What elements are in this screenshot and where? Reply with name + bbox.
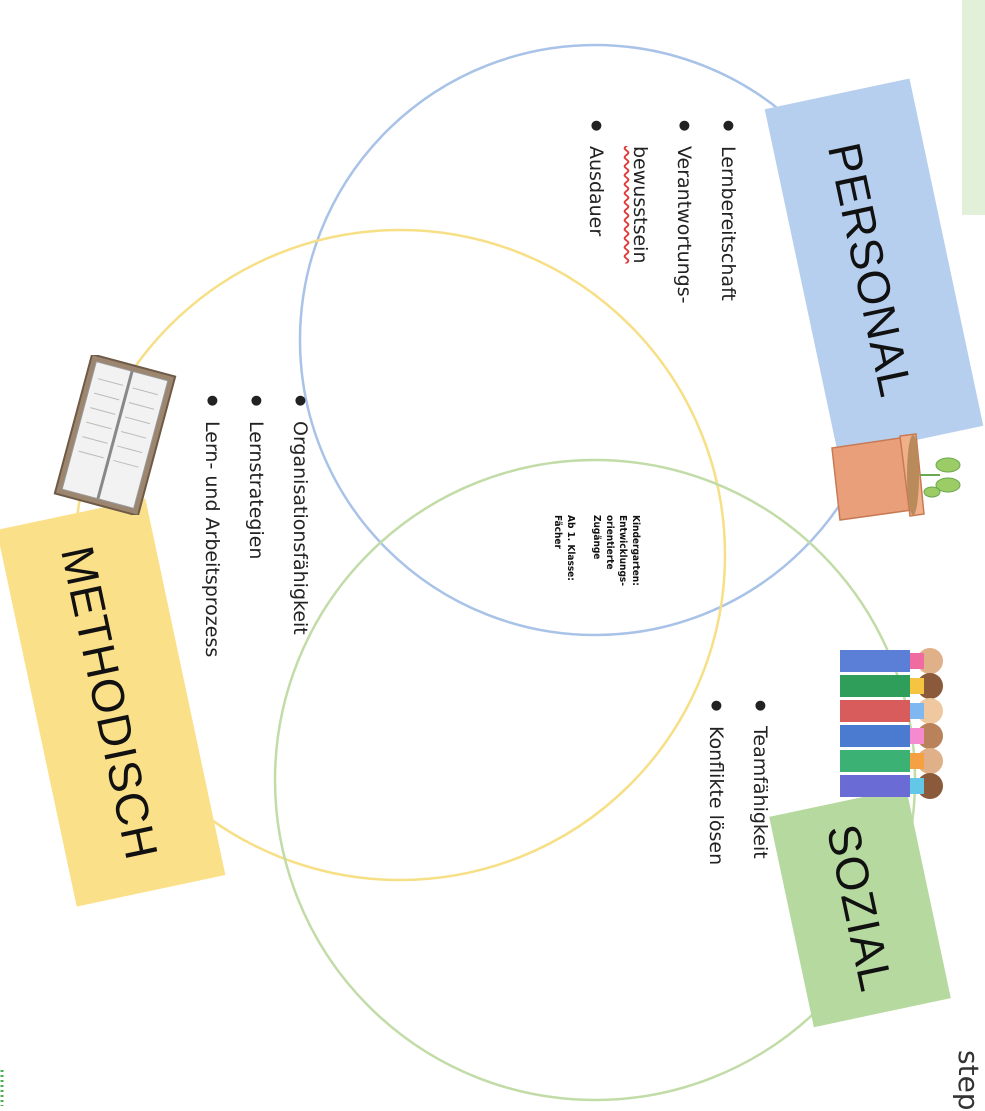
methodisch-item: Lern- und Arbeitsprozess: [190, 395, 234, 657]
methodisch-item: Organisationsfähigkeit: [278, 395, 322, 657]
children-group-icon: [840, 648, 943, 799]
center-line: orientierte: [604, 515, 615, 570]
center-line: Entwicklungs-: [617, 515, 628, 586]
corner-text: step: [952, 1050, 985, 1111]
personal-item: Verantwortungs- bewusstsein: [618, 120, 706, 303]
center-line: Fächer: [552, 515, 563, 549]
center-line: Zugänge: [591, 515, 602, 560]
planner-book-icon: [53, 355, 177, 515]
personal-item: Ausdauer: [574, 120, 618, 303]
flower-pot-icon: [831, 433, 961, 521]
center-line: Kindergarten:: [630, 515, 641, 586]
personal-item-continuation: bewusstsein: [629, 146, 651, 264]
corner-box: [962, 0, 985, 215]
methodisch-list: Organisationsfähigkeit Lernstrategien Le…: [190, 395, 322, 657]
personal-item: Lernbereitschaft: [706, 120, 750, 303]
methodisch-item: Lernstrategien: [234, 395, 278, 657]
sozial-list: Teamfähigkeit Konflikte lösen: [694, 700, 782, 865]
sozial-item: Konflikte lösen: [694, 700, 738, 865]
methodisch-title-text: METHODISCH: [51, 540, 169, 865]
sozial-title: SOZIAL: [754, 803, 966, 1012]
personal-title-text: PERSONAL: [817, 138, 923, 402]
center-line: Ab 1. Klasse:: [565, 515, 576, 581]
sozial-title-text: SOZIAL: [816, 819, 904, 996]
personal-list: Lernbereitschaft Verantwortungs- bewusst…: [574, 120, 750, 303]
center-text: Kindergarten: Entwicklungs- orientierte …: [551, 515, 642, 586]
sozial-item: Teamfähigkeit: [738, 700, 782, 865]
